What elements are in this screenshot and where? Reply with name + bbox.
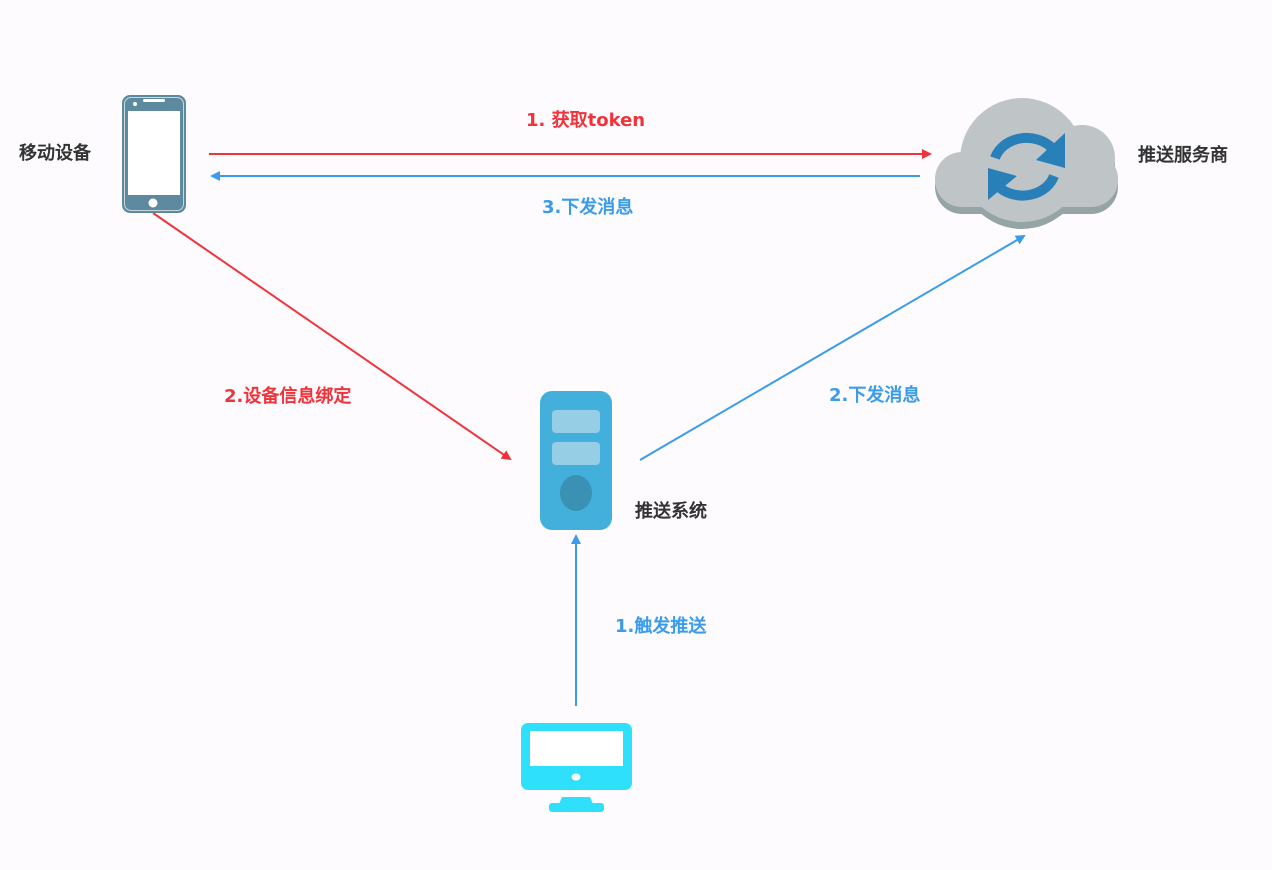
edges <box>152 149 1026 706</box>
edge-label-deliver-to-provider: 2.下发消息 <box>829 385 921 406</box>
edge-label-trigger-push: 1.触发推送 <box>615 616 707 637</box>
cloud-sync-icon <box>935 98 1118 229</box>
edge-bind-device <box>152 212 512 461</box>
sync-icon <box>990 132 1059 201</box>
server-icon <box>540 391 612 530</box>
mobile-device-label: 移动设备 <box>19 143 91 164</box>
edge-label-get-token: 1. 获取token <box>526 110 646 131</box>
edge-label-bind-device: 2.设备信息绑定 <box>224 386 352 407</box>
smartphone-icon <box>122 95 186 213</box>
edge-deliver-to-provider <box>639 234 1026 461</box>
push-provider-label: 推送服务商 <box>1138 145 1228 166</box>
push-system-label: 推送系统 <box>635 501 707 522</box>
edge-label-deliver-to-device: 3.下发消息 <box>542 197 634 218</box>
desktop-monitor-icon <box>521 723 632 812</box>
